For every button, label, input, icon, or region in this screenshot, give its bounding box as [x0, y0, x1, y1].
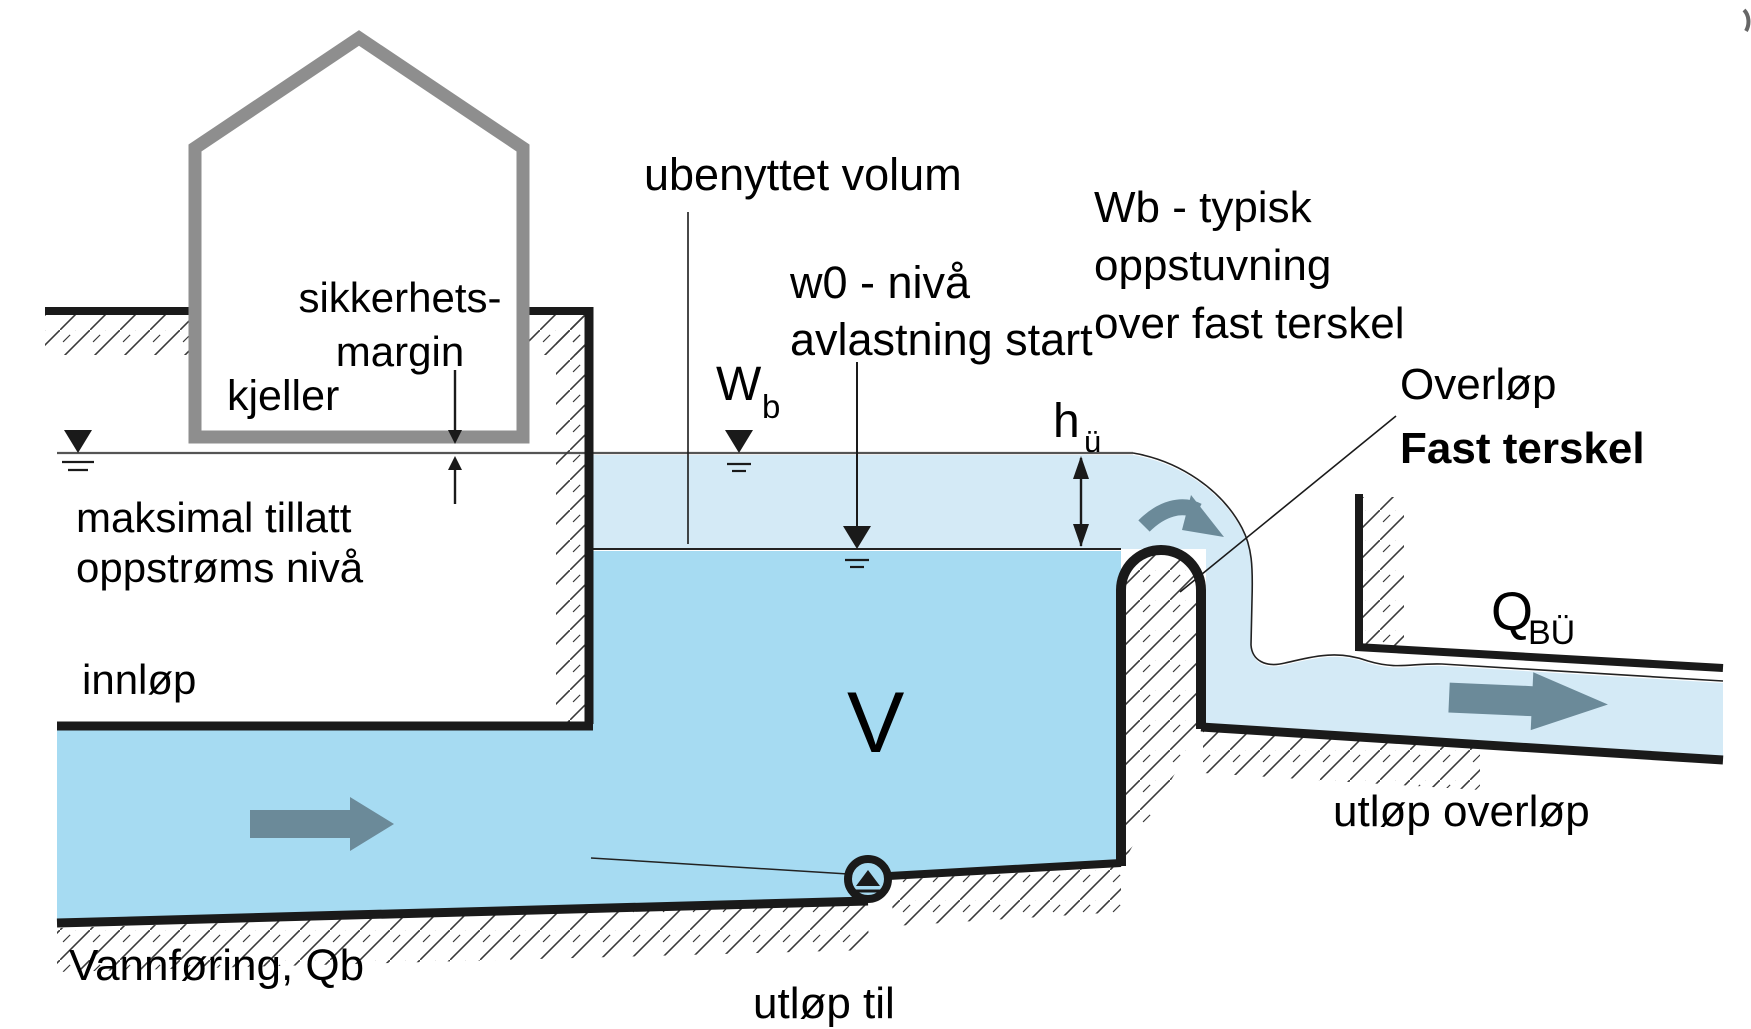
- safety-margin-dimension: [448, 370, 462, 504]
- outlet-orifice: [844, 855, 892, 903]
- label-kjeller: kjeller: [227, 372, 339, 420]
- hu-dimension-arrow: [1073, 456, 1089, 547]
- label-utlop-til: utløp til: [753, 979, 895, 1028]
- label-maksimal-line2: oppstrøms nivå: [76, 544, 364, 591]
- inlet-flow-arrow: [250, 797, 394, 851]
- label-ubenyttet-volum: ubenyttet volum: [644, 149, 962, 200]
- fast-terskel-leader-line: [1179, 415, 1397, 593]
- ground-hatch-right-bank: [1362, 497, 1404, 649]
- ground-hatch-under-apron: [1203, 731, 1480, 790]
- weir-flow-arrow: [1138, 495, 1224, 537]
- label-maksimal-line1: maksimal tillatt: [76, 494, 352, 541]
- nappe-outline: [1132, 452, 1724, 682]
- right-bank-ceiling: [1355, 643, 1724, 672]
- label-wb-symbol-sub: b: [762, 388, 780, 425]
- water-overflow-light: [589, 455, 1723, 757]
- label-vannforing: Vannføring, Qb: [69, 941, 364, 990]
- weir-fixed-crest: [1116, 545, 1206, 866]
- label-w0-line2: avlastning start: [790, 314, 1093, 365]
- floor-slope-to-weir: [887, 859, 1122, 880]
- basin-floor-thin-line: [590, 857, 849, 875]
- label-fast-terskel: Fast terskel: [1400, 424, 1645, 473]
- wall-hatch-band: [556, 313, 589, 725]
- wb-level-marker: [725, 430, 753, 473]
- ground-hatch-under-inlet: [57, 904, 870, 972]
- label-volume-v: V: [847, 675, 904, 771]
- label-qbu-symbol-sub: BÜ: [1528, 614, 1575, 652]
- corner-artifact: [1742, 8, 1751, 32]
- label-wb-typisk-line1: Wb - typisk: [1094, 183, 1313, 232]
- label-overlop: Overløp: [1400, 360, 1556, 409]
- ground-hatch-left: [45, 313, 195, 355]
- house-outline: [188, 30, 530, 444]
- max-level-marker: [62, 430, 94, 472]
- overflow-apron: [1200, 722, 1724, 765]
- overflow-outlet-arrow: [1448, 672, 1608, 731]
- label-wb-typisk-line2: oppstuvning: [1094, 241, 1331, 290]
- label-hu-symbol-sub: ü: [1084, 424, 1101, 459]
- label-innlop: innløp: [82, 656, 196, 703]
- label-utlop-overlop: utløp overløp: [1333, 787, 1590, 836]
- label-hu-symbol: h: [1053, 395, 1080, 448]
- label-sikkerhets-margin-line2: margin: [336, 328, 464, 375]
- label-qbu-symbol: Q: [1491, 582, 1533, 642]
- ground-hatch-under-slope: [890, 867, 1121, 926]
- w0-level-marker: [843, 362, 871, 569]
- inlet-bottom: [56, 896, 869, 928]
- label-sikkerhets-margin-line1: sikkerhets-: [298, 274, 501, 321]
- label-wb-typisk-line3: over fast terskel: [1094, 299, 1405, 348]
- label-wb-symbol: W: [716, 358, 762, 411]
- label-w0-line1: w0 - nivå: [789, 257, 971, 308]
